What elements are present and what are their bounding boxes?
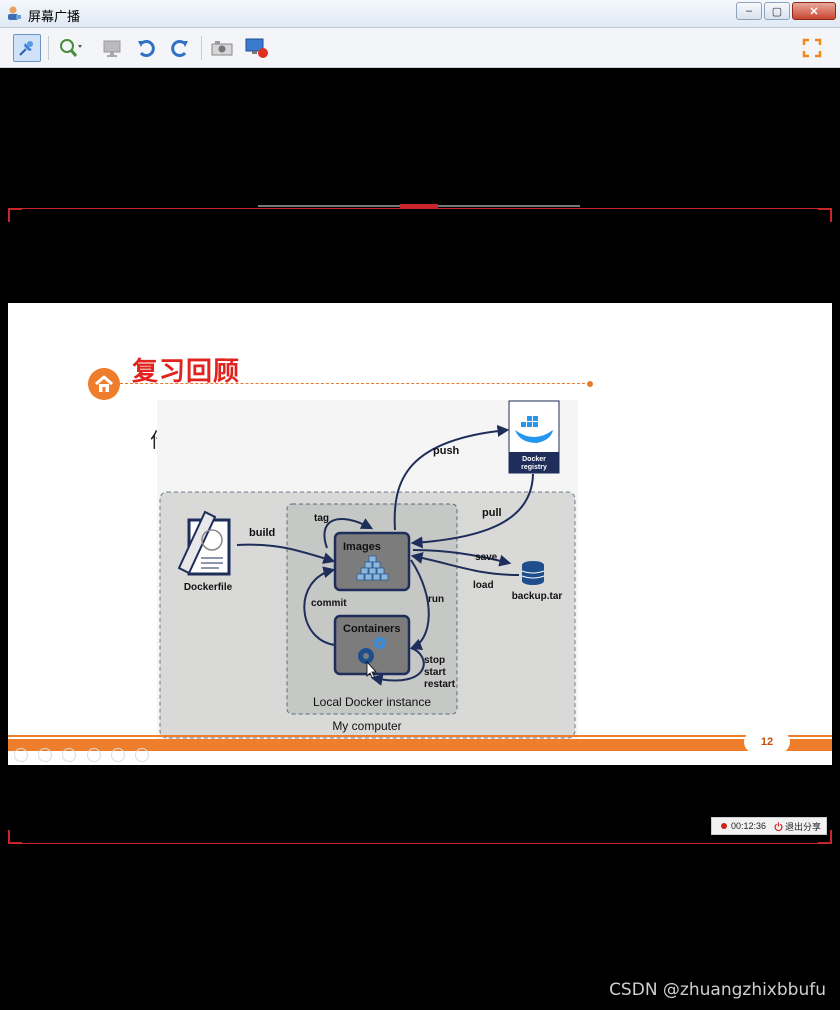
capture-frame-bottom — [8, 843, 832, 844]
record-screen-icon — [245, 38, 268, 58]
partial-slide-text: 作 — [150, 424, 158, 453]
maximize-icon: ▢ — [771, 5, 783, 18]
local-instance-label: Local Docker instance — [313, 695, 431, 709]
viewer-progress-strip — [258, 204, 580, 208]
slide-prev-button[interactable] — [14, 748, 28, 762]
images-label: Images — [343, 541, 381, 553]
pull-label: pull — [482, 507, 502, 519]
slide-footer-bar — [8, 735, 832, 751]
docker-whale-icon — [515, 416, 553, 443]
my-computer-label: My computer — [332, 719, 401, 733]
undo-icon — [138, 40, 155, 57]
monitor-button[interactable] — [98, 34, 126, 62]
lifecycle-arrow — [370, 647, 425, 686]
record-screen-button[interactable] — [243, 34, 271, 62]
exit-share-label: 退出分享 — [785, 822, 822, 833]
push-arrow — [393, 424, 510, 531]
maximize-button[interactable]: ▢ — [764, 2, 790, 20]
dockerfile-icon — [177, 510, 231, 576]
frame-corner — [8, 842, 22, 844]
save-label: save — [475, 552, 498, 563]
share-timer: 00:12:36 — [731, 821, 767, 831]
frame-corner — [830, 830, 832, 844]
progress-thumb — [400, 204, 438, 208]
registry-label-line1: Docker — [522, 456, 546, 463]
frame-corner — [818, 842, 832, 844]
camera-icon — [211, 41, 233, 56]
fullscreen-button[interactable] — [798, 34, 826, 62]
zoom-icon — [60, 39, 82, 57]
frame-corner — [8, 208, 10, 222]
tag-arrow — [323, 518, 374, 549]
exit-share-button[interactable]: 退出分享 — [774, 820, 821, 833]
frame-corner — [830, 208, 832, 222]
window-title: 屏幕广播 — [28, 10, 81, 25]
pull-arrow — [410, 473, 534, 549]
load-label: load — [473, 580, 494, 591]
docker-registry-label-bg — [509, 452, 559, 473]
slide-zoom-button[interactable] — [111, 748, 125, 762]
dockerfile-label: Dockerfile — [184, 582, 233, 593]
minimize-icon: – — [745, 5, 753, 17]
containers-label: Containers — [343, 623, 400, 635]
frame-corner — [8, 830, 10, 844]
pin-button[interactable] — [13, 34, 41, 62]
gears-icon — [358, 637, 386, 664]
capture-frame-top — [8, 208, 832, 209]
slide-page-number: 12 — [744, 731, 790, 753]
undo-button[interactable] — [132, 34, 160, 62]
watermark: CSDN @zhuangzhixbbufu — [609, 980, 826, 1000]
home-icon — [95, 375, 113, 392]
slide-next-button[interactable] — [38, 748, 52, 762]
window-controls: – ▢ ✕ — [736, 2, 836, 20]
screenshot-button[interactable] — [208, 34, 236, 62]
slide-menu-button[interactable] — [87, 748, 101, 762]
redo-button[interactable] — [166, 34, 194, 62]
save-arrow — [412, 549, 512, 567]
build-arrow — [236, 543, 336, 564]
slide-pen-button[interactable] — [62, 748, 76, 762]
backup-label: backup.tar — [512, 591, 563, 602]
monitor-icon — [103, 40, 121, 57]
toolbar — [0, 28, 840, 68]
frame-corner — [8, 208, 22, 210]
tag-label: tag — [314, 513, 329, 524]
app-user-icon — [8, 6, 21, 20]
frame-corner — [818, 208, 832, 210]
recording-dot-icon — [721, 823, 727, 829]
run-label: run — [428, 594, 444, 605]
start-label: start — [424, 667, 446, 678]
run-arrow — [409, 559, 430, 650]
fullscreen-icon — [802, 38, 822, 58]
pin-icon — [19, 41, 33, 56]
home-badge — [88, 368, 120, 400]
title-underline — [120, 383, 590, 384]
stop-label: stop — [424, 655, 445, 666]
restart-label: restart — [424, 679, 456, 690]
slide-more-button[interactable] — [135, 748, 149, 762]
image-layers-icon — [356, 555, 389, 581]
minimize-button[interactable]: – — [736, 2, 762, 20]
zoom-button[interactable] — [56, 34, 84, 62]
redo-icon — [171, 40, 188, 57]
commit-label: commit — [311, 598, 347, 609]
database-icon — [521, 561, 545, 585]
load-arrow — [410, 552, 520, 576]
power-icon — [774, 821, 783, 831]
slide-title: 复习回顾 — [132, 357, 241, 387]
window-titlebar: 屏幕广播 – ▢ ✕ — [0, 0, 840, 28]
docker-workflow-diagram: Docker registry push pull Dockerfile bui… — [157, 400, 578, 742]
close-icon: ✕ — [809, 5, 819, 18]
registry-label-line2: registry — [521, 464, 547, 471]
build-label: build — [249, 527, 275, 539]
close-button[interactable]: ✕ — [792, 2, 836, 20]
title-underline-dot — [587, 381, 593, 387]
share-status-panel: 00:12:36 退出分享 — [711, 817, 827, 835]
push-label: push — [433, 445, 460, 457]
commit-arrow — [303, 566, 336, 646]
